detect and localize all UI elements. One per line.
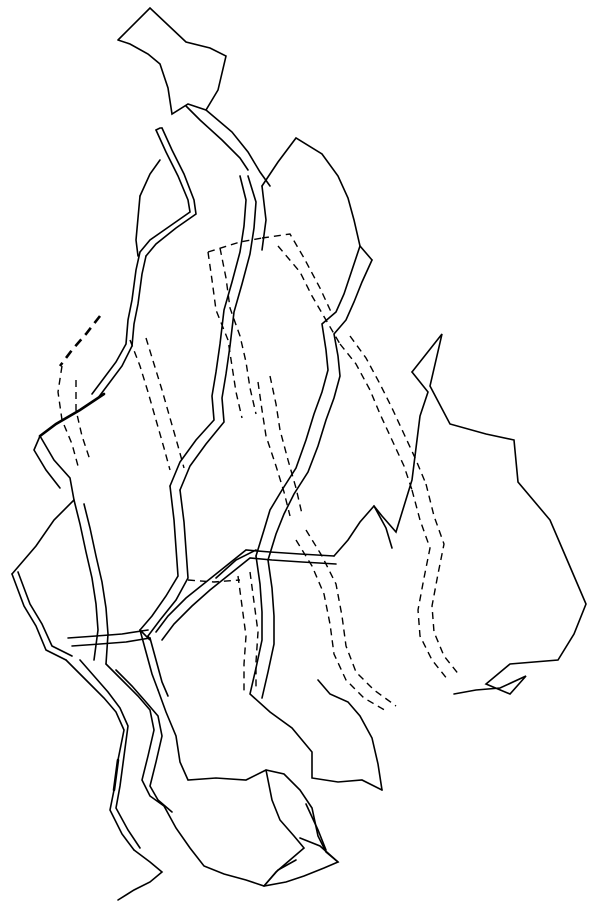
top-loop [118,8,270,186]
strand-left-upper [92,128,196,398]
loop-left-outer [12,394,108,664]
loop-bottom [158,690,338,886]
dashed-strands [58,234,460,712]
lower-left-strands [66,630,172,900]
strand-center-left [140,176,266,640]
loop-right [334,334,586,694]
loop-upper-right [256,138,372,560]
cross-strand [156,550,336,640]
loop-lower-right [250,556,382,790]
